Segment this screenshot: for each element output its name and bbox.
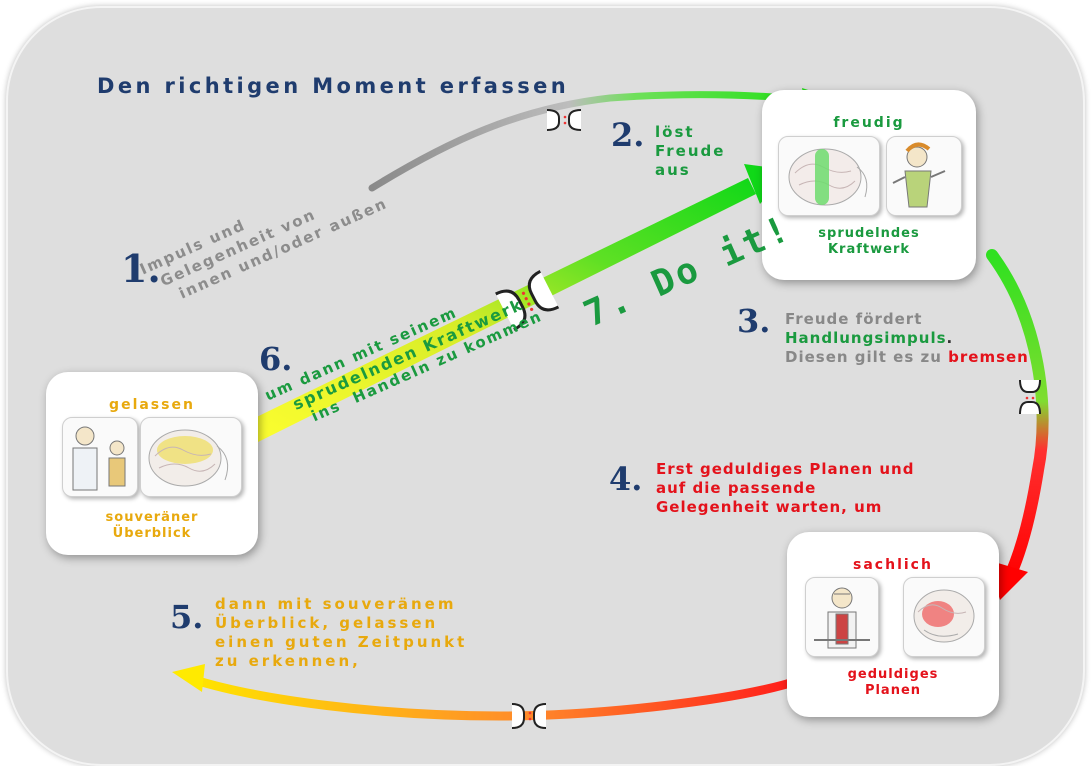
card-sub-line2: Überblick <box>112 526 192 541</box>
step-3-line3: Diesen gilt es zu bremsen <box>785 348 1029 367</box>
arrow-top <box>368 91 814 192</box>
arrow-bottom <box>190 675 805 721</box>
step-5-number: 5. <box>170 598 204 636</box>
card-sub-line2: Planen <box>864 683 922 698</box>
step-2-text: löst Freude aus <box>655 123 725 180</box>
card-title: freudig <box>833 115 905 131</box>
step-1-number: 1. <box>121 246 161 291</box>
step-3-keyword-brake: bremsen <box>948 348 1029 366</box>
step-3-line3a: Diesen gilt es zu <box>785 348 949 366</box>
card-sub-line1: souveräner <box>105 510 199 525</box>
step-3-line2: Handlungsimpuls. <box>785 329 1029 348</box>
step-4-line: auf die passende <box>656 479 817 497</box>
step-2-line: löst <box>655 123 695 141</box>
step-4-line: Gelegenheit warten, um <box>656 498 883 516</box>
card-title: sachlich <box>853 557 933 573</box>
step-2-line: aus <box>655 161 691 179</box>
card-gelassen: gelassen souveräner Überblick <box>46 372 258 555</box>
step-3-period: . <box>946 329 954 347</box>
step-4-line: Erst geduldiges Planen und <box>656 460 915 478</box>
person-icon <box>886 136 962 216</box>
step-3-keyword: Handlungsimpuls <box>785 329 947 347</box>
step-5-line: Überblick, gelassen <box>215 614 439 632</box>
arrow-right <box>986 249 1049 586</box>
brain-icon <box>140 417 242 497</box>
step-4-number: 4. <box>609 460 643 498</box>
brain-icon <box>778 136 880 216</box>
arrow-bottom-head <box>172 664 205 692</box>
step-4-text: Erst geduldiges Planen und auf die passe… <box>656 460 914 517</box>
step-3-line1: Freude fördert <box>785 310 923 328</box>
step-3-number: 3. <box>737 302 771 340</box>
card-sachlich: sachlich geduldiges Planen <box>787 532 999 717</box>
arrow-diagonal <box>234 178 756 448</box>
synapse-icon <box>511 703 547 729</box>
page-title: Den richtigen Moment erfassen <box>97 74 570 98</box>
step-2-line: Freude <box>655 142 726 160</box>
step-2-number: 2. <box>611 116 645 154</box>
person-icon <box>805 577 879 657</box>
step-5-line: zu erkennen, <box>215 652 361 670</box>
step-5-line: einen guten Zeitpunkt <box>215 633 468 651</box>
synapse-icon <box>495 269 560 331</box>
step-5-text: dann mit souveränem Überblick, gelassen … <box>215 595 467 671</box>
card-freudig: freudig sprudelndes Kraftwerk <box>762 90 976 280</box>
card-sub-line1: sprudelndes <box>818 226 920 241</box>
card-title: gelassen <box>109 397 195 413</box>
person-icon <box>62 417 138 497</box>
brain-icon <box>903 577 985 657</box>
card-sub-line1: geduldiges <box>847 667 939 682</box>
synapse-icon <box>546 109 582 131</box>
step-5-line: dann mit souveränem <box>215 595 457 613</box>
step-3-text: Freude fördert Handlungsimpuls. Diesen g… <box>785 310 1029 367</box>
step-6-number: 6. <box>259 340 293 378</box>
card-sub-line2: Kraftwerk <box>827 242 910 257</box>
synapse-icon <box>1019 379 1041 415</box>
